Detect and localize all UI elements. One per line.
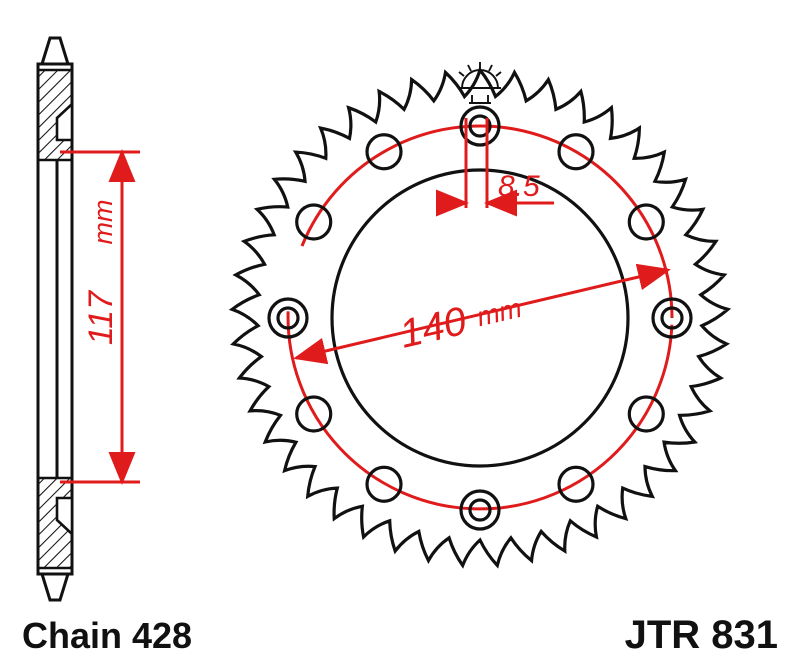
dim-140-line — [293, 263, 671, 365]
lightening-hole — [627, 203, 665, 241]
part-number-label: JTR 831 — [625, 613, 778, 657]
dim-117-label: 117 — [82, 290, 120, 345]
bolt-circle-arc-upper — [300, 124, 674, 319]
lightening-hole — [295, 395, 333, 433]
dim-117-unit: mm — [88, 200, 118, 245]
dim-85-label: 8.5 — [498, 170, 540, 203]
bolt-circle-arcs — [286, 124, 674, 511]
dimension-117mm: 117 mm — [60, 149, 140, 485]
dimension-8-5: 8.5 — [436, 118, 554, 217]
bolt-hole-outer — [459, 105, 501, 147]
lightening-hole — [365, 133, 403, 171]
bolt-hole-outer — [459, 489, 501, 531]
lightening-hole — [557, 133, 595, 171]
bolt-hole-inner — [468, 498, 492, 522]
sunburst-marking-icon — [458, 62, 502, 104]
bolt-circle-arc-lower — [286, 311, 674, 511]
lightening-hole — [557, 465, 595, 503]
side-view-notch-bottom — [55, 496, 74, 537]
lightening-hole — [627, 395, 665, 433]
hole-layer — [267, 105, 693, 531]
bolt-hole-inner — [468, 114, 492, 138]
side-view-notch-top — [55, 101, 74, 142]
chain-label: Chain 428 — [22, 615, 192, 656]
side-view — [36, 36, 74, 602]
side-view-tooth-top — [39, 36, 71, 66]
lightening-hole — [295, 203, 333, 241]
side-view-tooth-bottom — [39, 572, 71, 602]
lightening-hole — [365, 465, 403, 503]
